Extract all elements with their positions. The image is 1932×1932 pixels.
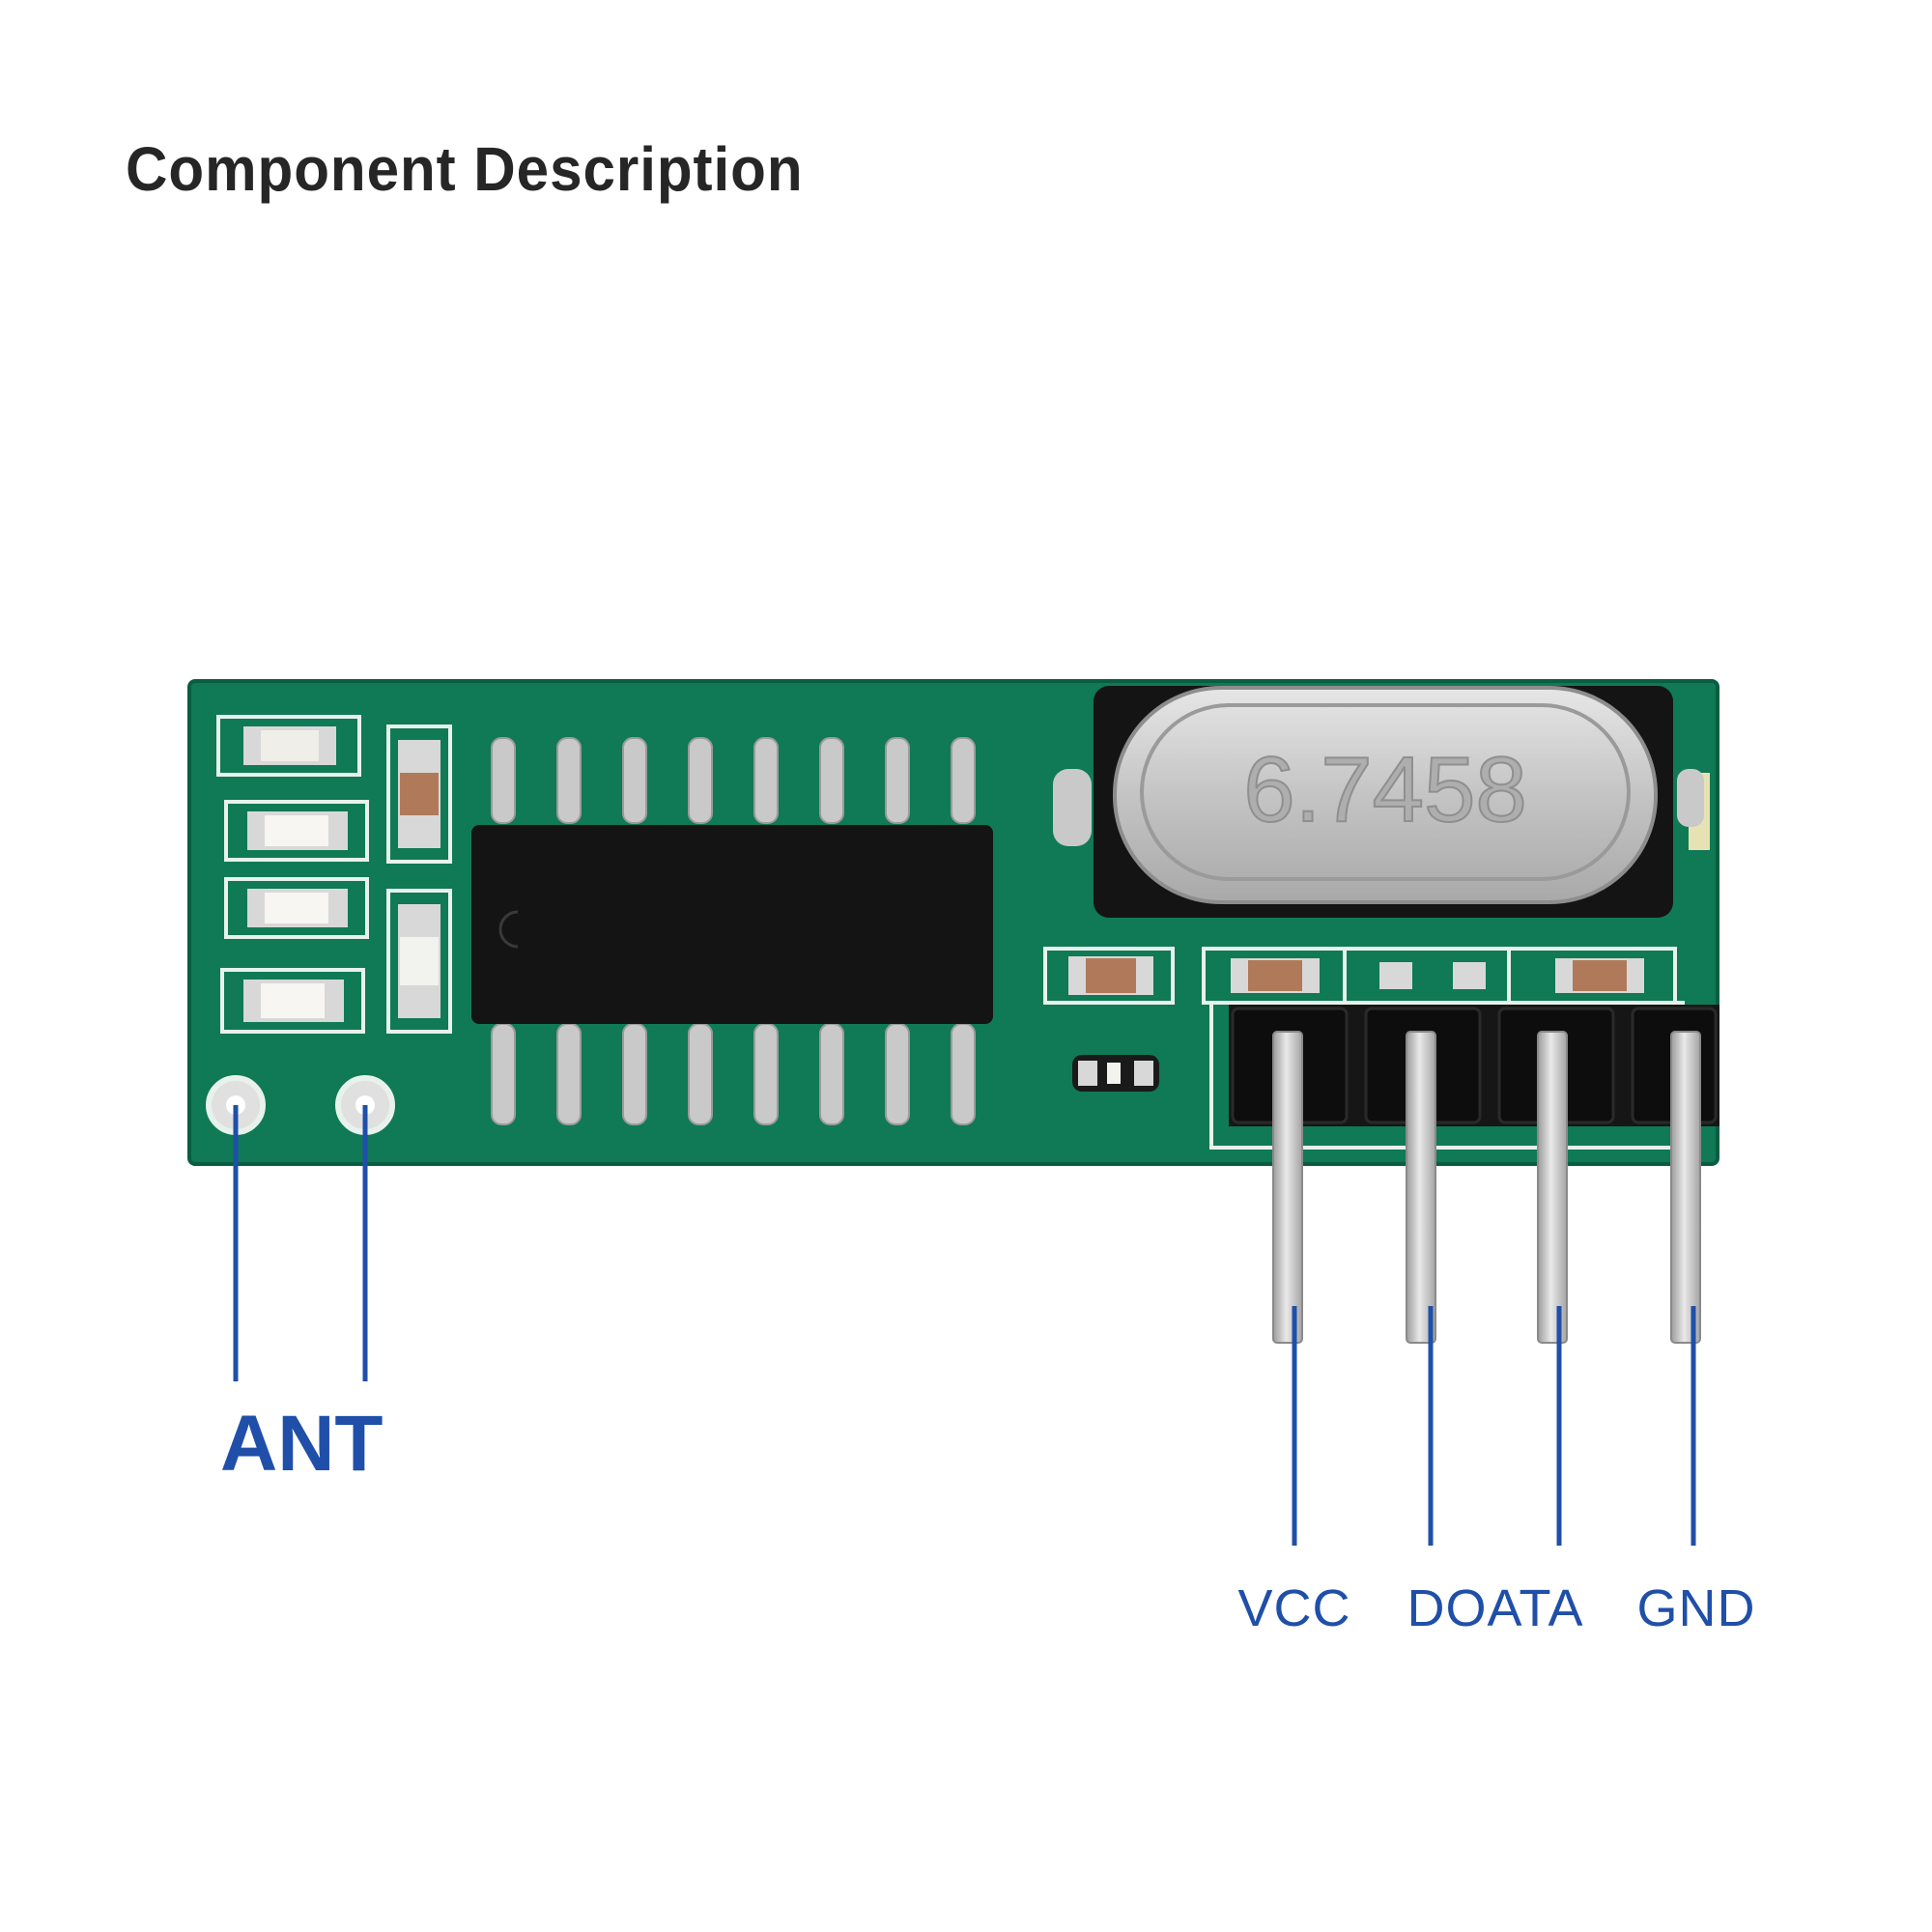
ic-body bbox=[471, 825, 993, 1024]
header-pins bbox=[1272, 1031, 1701, 1344]
smd-lower-right bbox=[1043, 947, 1175, 1092]
page-title: Component Description bbox=[126, 134, 804, 204]
smd-column-mid bbox=[386, 724, 452, 1034]
header-pin-1 bbox=[1272, 1031, 1303, 1344]
pin-label-data: DOATA bbox=[1406, 1579, 1584, 1637]
header-pin-4 bbox=[1670, 1031, 1701, 1344]
header-pin-2 bbox=[1406, 1031, 1436, 1344]
ic-notch bbox=[498, 910, 519, 949]
pin-header-segments bbox=[1231, 1007, 1718, 1124]
header-pin-3 bbox=[1537, 1031, 1568, 1344]
antenna-label: ANT bbox=[220, 1400, 384, 1488]
smd-column-left bbox=[216, 715, 369, 1034]
crystal-oscillator: 6.7458 bbox=[1053, 686, 1704, 918]
crystal-can bbox=[1113, 686, 1658, 904]
ic-bottom-pins bbox=[491, 1023, 976, 1125]
crystal-marking: 6.7458 bbox=[1243, 738, 1527, 841]
leader-lines bbox=[233, 1105, 1696, 1546]
pin-label-gnd: GND bbox=[1636, 1579, 1756, 1637]
pin-label-vcc: VCC bbox=[1237, 1579, 1351, 1637]
ic-top-pins bbox=[491, 737, 976, 824]
ic-chip bbox=[471, 737, 993, 1125]
header-pads bbox=[1231, 958, 1644, 993]
